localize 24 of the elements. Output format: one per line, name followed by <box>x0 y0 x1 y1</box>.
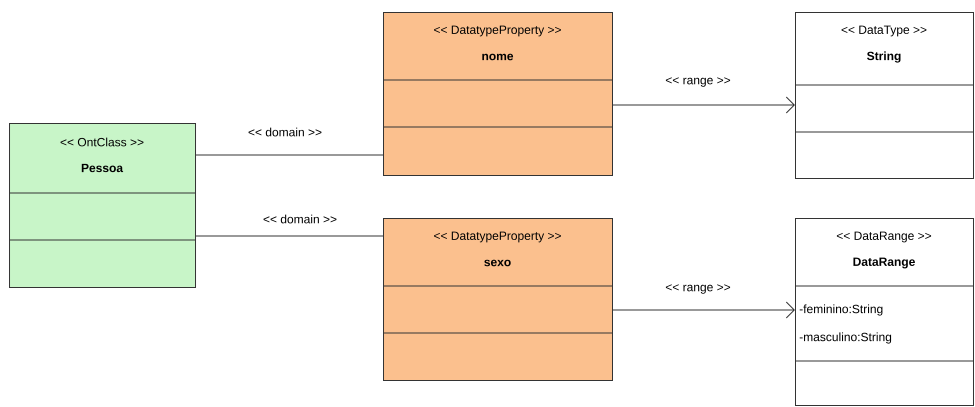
class-name: String <box>867 51 901 63</box>
stereotype-label: << DatatypeProperty >> <box>434 26 561 36</box>
stereotype-label: << DatatypeProperty >> <box>434 232 561 242</box>
class-name: sexo <box>484 260 511 266</box>
association-line <box>612 302 795 318</box>
class-box <box>8 123 196 288</box>
edge-label: << domain >> <box>262 214 338 224</box>
stereotype-label: << DataType >> <box>842 26 926 36</box>
association-line <box>612 96 795 114</box>
class-box <box>794 12 974 179</box>
edge-label: << range >> <box>664 76 732 88</box>
stereotype-label: << DataRange >> <box>836 232 932 242</box>
class-name: Pessoa <box>82 164 124 172</box>
class-box <box>382 218 613 381</box>
attribute-text: -feminino:String <box>800 304 882 316</box>
edge-label: << range >> <box>664 283 732 295</box>
class-box <box>382 12 613 176</box>
class-box <box>794 218 974 406</box>
attribute-text: -masculino:String <box>800 332 892 344</box>
stereotype-label: << OntClass >> <box>60 138 144 146</box>
edge-label: << domain >> <box>246 126 324 138</box>
class-name: DataRange <box>853 258 915 268</box>
association-line <box>196 154 384 156</box>
class-name: nome <box>482 54 514 60</box>
